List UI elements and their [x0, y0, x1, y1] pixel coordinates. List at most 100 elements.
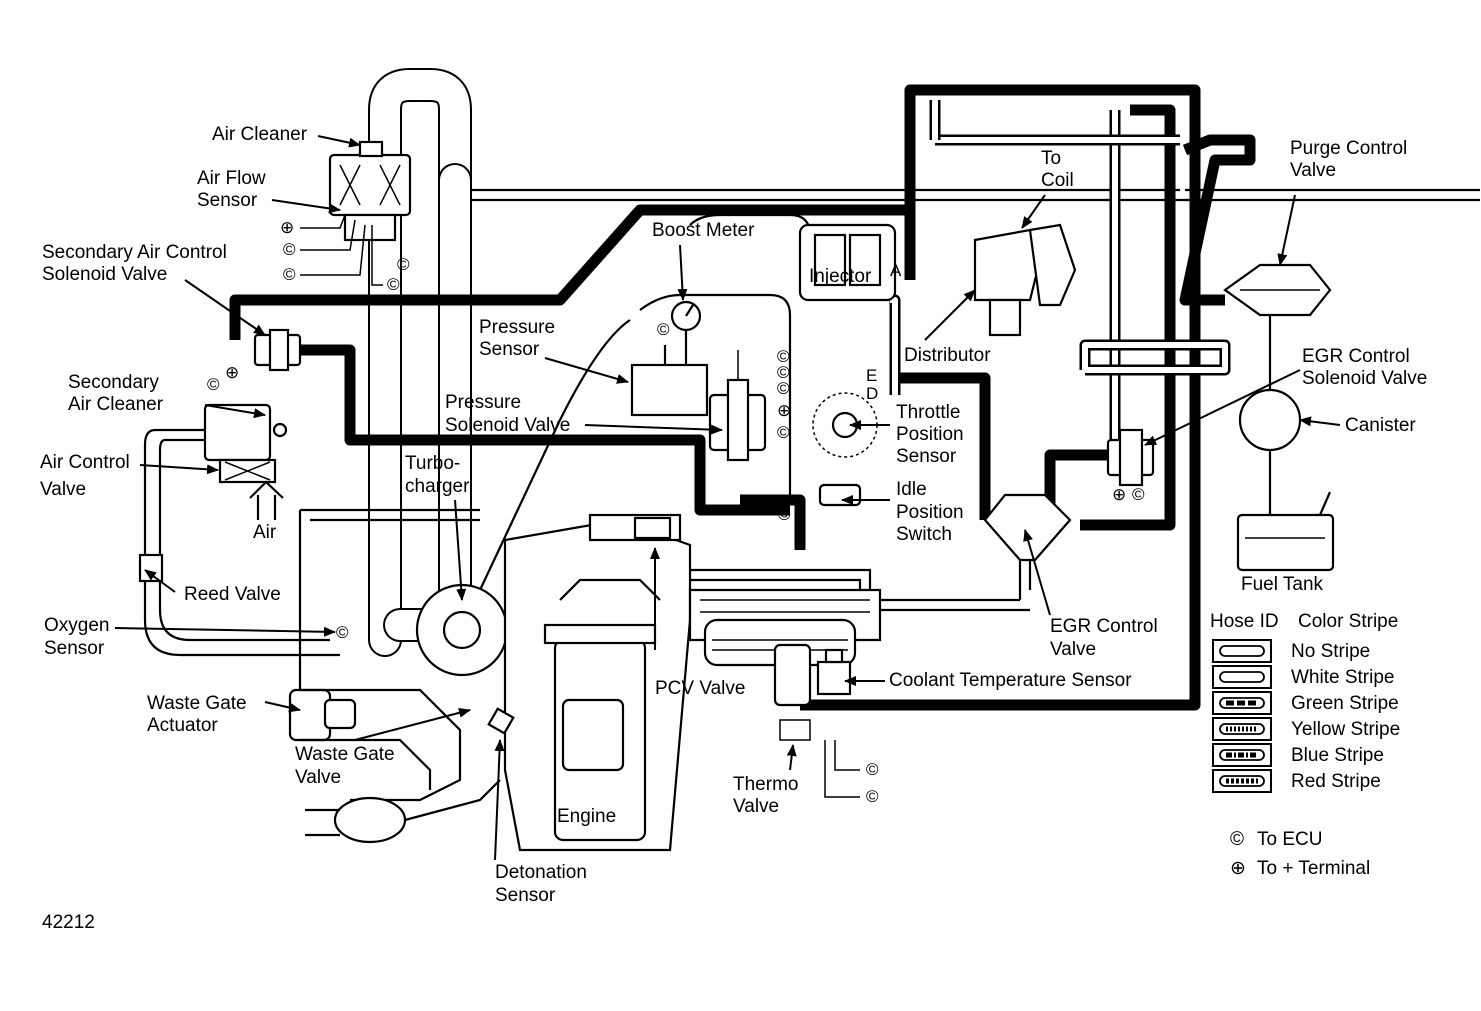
labels: Air Cleaner Air Flow Sensor Secondary Ai… [40, 124, 1427, 906]
to-coil-label: To [1041, 148, 1061, 169]
engine-label: Engine [557, 806, 616, 827]
legend-row-yellow: Yellow Stripe [1212, 717, 1400, 741]
legend-label: Green Stripe [1291, 693, 1399, 714]
vacuum-hose-boost [740, 294, 901, 550]
air-intake-arrow [249, 480, 284, 520]
secondary-air-cleaner [203, 403, 288, 484]
ecu-symbol: © [1132, 485, 1145, 504]
ecu-wires [300, 214, 860, 798]
svg-text:charger: charger [405, 476, 470, 497]
egr-control-valve-label: EGR Control [1050, 616, 1158, 637]
ecu-symbol: © [866, 760, 879, 779]
air-flow-sensor-label: Air Flow [197, 168, 266, 189]
exhaust [300, 688, 501, 844]
pcv-valve-label: PCV Valve [655, 678, 745, 699]
air-label: Air [253, 522, 277, 543]
coolant-temp-sensor-label: Coolant Temperature Sensor [889, 670, 1132, 691]
ecu-symbol: © [283, 240, 296, 259]
plus-symbol: ⊕ [280, 218, 294, 237]
waste-gate-actuator [288, 688, 357, 742]
svg-text:Sensor: Sensor [197, 190, 258, 211]
svg-text:Solenoid Valve: Solenoid Valve [1302, 368, 1427, 389]
figure-number: 42212 [42, 912, 95, 933]
detonation-sensor [487, 707, 515, 735]
ecu-symbol: © [777, 423, 790, 442]
detonation-sensor-label: Detonation [495, 862, 587, 883]
pressure-solenoid-valve-label: Pressure [445, 392, 521, 413]
waste-gate-actuator-label: Waste Gate [147, 693, 247, 714]
svg-text:Solenoid Valve: Solenoid Valve [445, 415, 570, 436]
vacuum-hose-right [800, 130, 1201, 711]
distributor-label: Distributor [904, 345, 991, 366]
vacuum-hose-lower [300, 344, 790, 516]
ecu-symbol: © [397, 255, 410, 274]
purge-control-valve [1223, 263, 1332, 317]
port-e-label: E [866, 366, 877, 385]
secondary-air-solenoid [253, 328, 302, 372]
distributor [973, 223, 1077, 337]
legend-to-terminal: To + Terminal [1257, 858, 1370, 879]
plus-symbol: ⊕ [225, 363, 239, 382]
legend-label: No Stripe [1291, 641, 1370, 662]
injector [798, 223, 897, 302]
svg-text:Solenoid Valve: Solenoid Valve [42, 264, 167, 285]
thermo-valve-label: Thermo [733, 774, 798, 795]
idle-position-switch-label: Idle [896, 479, 927, 500]
svg-text:Coil: Coil [1041, 170, 1074, 191]
plus-symbol: ⊕ [1112, 485, 1126, 504]
plus-symbol: ⊕ [777, 401, 791, 420]
legend-header-hose-id: Hose ID [1210, 611, 1279, 632]
legend-label: Yellow Stripe [1291, 719, 1400, 740]
ecu-symbol: © [387, 275, 400, 294]
oxygen-sensor-label: Oxygen [44, 615, 109, 636]
legend-header-color-stripe: Color Stripe [1298, 611, 1398, 632]
svg-text:Sensor: Sensor [495, 885, 556, 906]
ecu-symbol: © [778, 505, 791, 524]
intake-duct [368, 68, 472, 657]
vacuum-hose-white [929, 100, 1231, 376]
egr-control-valve [983, 493, 1072, 600]
secondary-air-control-solenoid-label: Secondary Air Control [42, 242, 227, 263]
svg-text:Valve: Valve [295, 767, 341, 788]
secondary-air-cleaner-label: Secondary [68, 372, 159, 393]
legend-label: Red Stripe [1291, 771, 1381, 792]
purge-control-valve-label: Purge Control [1290, 138, 1407, 159]
legend-label: White Stripe [1291, 667, 1394, 688]
pressure-sensor-box [630, 345, 709, 417]
pointer-arrows [114, 135, 1341, 861]
svg-text:Sensor: Sensor [896, 446, 957, 467]
pressure-solenoid [708, 350, 767, 462]
egr-control-solenoid-label: EGR Control [1302, 346, 1410, 367]
throttle-body [812, 392, 878, 507]
svg-text:Switch: Switch [896, 524, 952, 545]
legend-row-blue: Blue Stripe [1212, 743, 1384, 767]
ecu-symbol: © [657, 320, 670, 339]
egr-control-solenoid [1106, 428, 1155, 487]
port-a-label: A [890, 261, 902, 280]
ecu-symbol: © [866, 787, 879, 806]
injector-label: Injector [809, 266, 872, 287]
vacuum-hose-top-loop [904, 84, 1201, 280]
vacuum-hose-purge [1179, 134, 1256, 306]
svg-text:Valve: Valve [1050, 639, 1096, 660]
svg-text:Valve: Valve [1290, 160, 1336, 181]
thermo-valve [773, 643, 812, 741]
legend-row-white: White Stripe [1212, 665, 1394, 689]
svg-text:Sensor: Sensor [44, 638, 105, 659]
throttle-position-sensor-label: Throttle [896, 402, 960, 423]
ecu-marks: ⊕ © © © © ⊕ © © © © © © ⊕ © © ⊕ © © © [207, 218, 1145, 806]
ecu-symbol: © [207, 375, 220, 394]
legend-ecu-symbol: © [1230, 829, 1244, 850]
svg-text:Valve: Valve [733, 796, 779, 817]
pressure-sensor-label: Pressure [479, 317, 555, 338]
legend-row-red: Red Stripe [1212, 769, 1381, 793]
turbocharger-label: Turbo- [405, 453, 460, 474]
waste-gate-valve-label: Waste Gate [295, 744, 395, 765]
air-cleaner-label: Air Cleaner [212, 124, 308, 145]
legend-to-ecu: To ECU [1257, 829, 1322, 850]
ecu-symbol: © [777, 379, 790, 398]
